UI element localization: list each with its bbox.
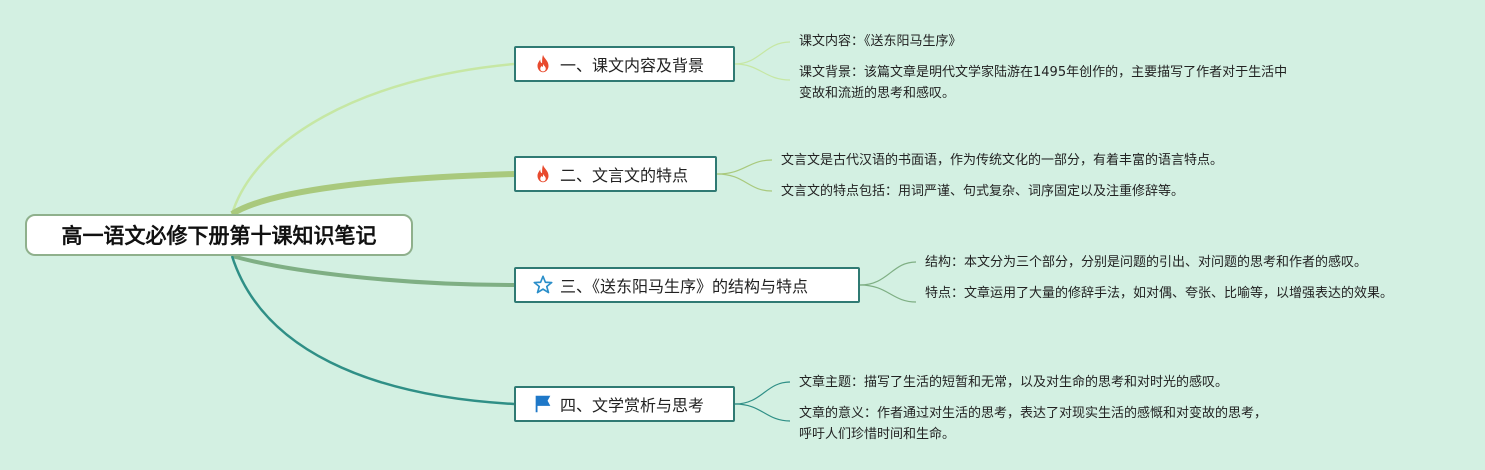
note-line-2b: [716, 173, 773, 192]
note-line-4b: [734, 403, 791, 422]
note-item[interactable]: 结构：本文分为三个部分，分别是问题的引出、对问题的思考和作者的感叹。: [925, 255, 1368, 270]
note-item[interactable]: 文言文是古代汉语的书面语，作为传统文化的一部分，有着丰富的语言特点。: [781, 153, 1224, 168]
note-line-2a: [716, 159, 773, 175]
note-item[interactable]: 课文内容：《送东阳马生序》: [799, 34, 962, 49]
note-line-1b: [734, 63, 791, 81]
fire-icon: [532, 163, 554, 185]
note-item[interactable]: 文章的意义：作者通过对生活的思考，表达了对现实生活的感慨和对变故的思考，呼吁人们…: [799, 406, 1268, 442]
note-line-3a: [859, 261, 917, 286]
topic-label: 四、文学赏析与思考: [560, 396, 705, 415]
topic-appreciation-thinking[interactable]: 四、文学赏析与思考: [514, 386, 735, 422]
note-line-3b: [859, 284, 917, 303]
branch-line-3: [231, 254, 515, 287]
root-topic[interactable]: 高一语文必修下册第十课知识笔记: [25, 214, 413, 256]
topic-content-background[interactable]: 一、课文内容及背景: [514, 46, 735, 82]
root-title: 高一语文必修下册第十课知识笔记: [61, 224, 377, 248]
topic-structure-features[interactable]: 三、《送东阳马生序》的结构与特点: [514, 267, 860, 303]
note-item[interactable]: 文言文的特点包括：用词严谨、句式复杂、词序固定以及注重修辞等。: [781, 184, 1185, 199]
note-item[interactable]: 文章主题：描写了生活的短暂和无常，以及对生命的思考和对时光的感叹。: [799, 375, 1229, 390]
note-line-1a: [734, 41, 791, 65]
topic-label: 三、《送东阳马生序》的结构与特点: [560, 277, 809, 296]
topic-label: 二、文言文的特点: [560, 166, 689, 185]
note-item[interactable]: 课文背景：该篇文章是明代文学家陆游在1495年创作的，主要描写了作者对于生活中变…: [799, 65, 1288, 101]
flag-icon: [532, 393, 554, 415]
note-item[interactable]: 特点：文章运用了大量的修辞手法，如对偶、夸张、比喻等，以增强表达的效果。: [925, 286, 1394, 301]
star-icon: [532, 274, 554, 296]
branch-line-1: [230, 62, 515, 215]
fire-icon: [532, 53, 554, 75]
topic-label: 一、课文内容及背景: [560, 56, 705, 75]
branch-line-4: [230, 255, 515, 406]
topic-classical-features[interactable]: 二、文言文的特点: [514, 156, 717, 192]
branch-line-2: [230, 171, 515, 217]
note-line-4a: [734, 381, 791, 405]
